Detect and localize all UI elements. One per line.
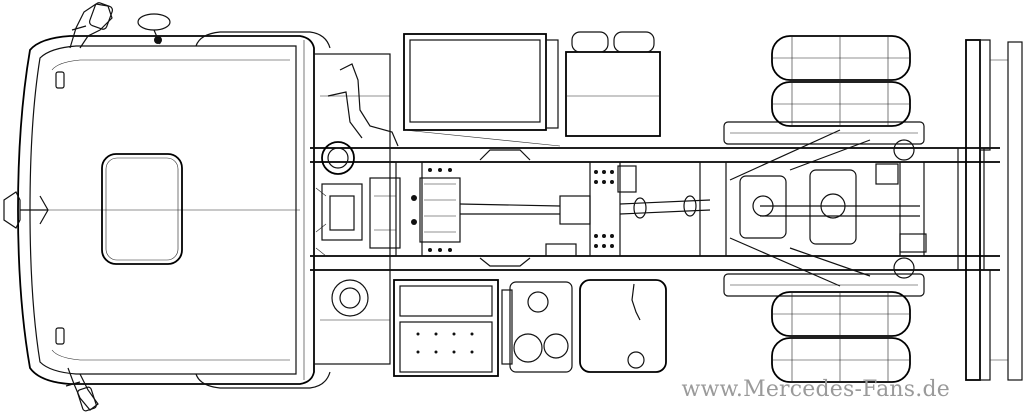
fuel-tank <box>579 279 667 373</box>
mirror-bottom-left <box>65 367 99 412</box>
cab <box>3 35 315 385</box>
mirror-top-left <box>69 2 114 49</box>
frame-rails <box>310 147 1000 271</box>
wheel-rear-right-2 <box>771 337 911 383</box>
battery-box <box>403 33 561 147</box>
exhaust-silencer <box>501 281 573 373</box>
tool-box <box>393 279 499 377</box>
air-tanks <box>565 31 661 137</box>
driveshaft <box>428 168 711 252</box>
wheel-rear-left-2 <box>771 81 911 127</box>
mirror-top-center <box>137 13 171 45</box>
rear-axle-assembly <box>723 121 925 297</box>
wheel-rear-right-1 <box>771 291 911 337</box>
engine-area <box>313 53 461 365</box>
detail-components <box>479 139 927 279</box>
wheel-rear-left-1 <box>771 35 911 81</box>
watermark: www.Mercedes-Fans.de <box>681 377 950 402</box>
roof-hatch <box>101 153 183 265</box>
rear-end <box>965 39 1023 381</box>
mercedes-star-icon <box>3 191 49 229</box>
